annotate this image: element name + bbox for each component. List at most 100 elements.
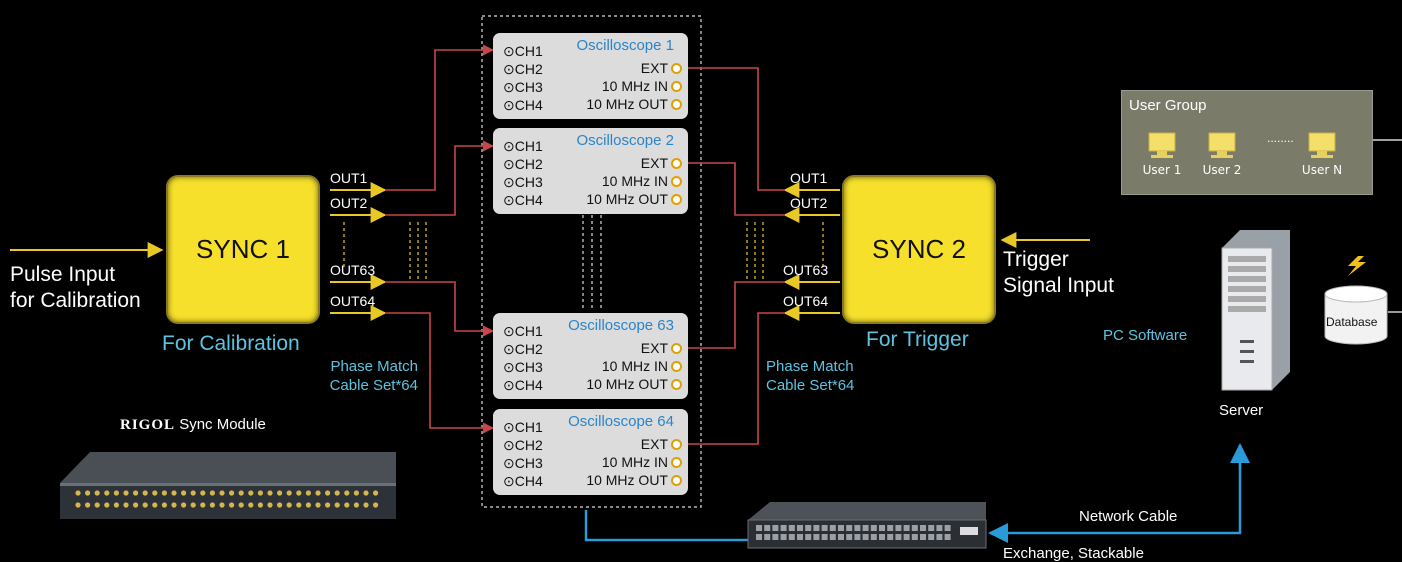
user-label: User N — [1301, 163, 1343, 177]
ref-out-connector-icon — [671, 194, 682, 205]
sync2-caption: For Trigger — [866, 328, 969, 351]
phase-match-right: Phase Match Cable Set*64 — [766, 357, 854, 395]
channel-label: ⊙CH2 — [503, 61, 543, 77]
rigol-module-label: RIGOL Sync Module — [120, 416, 266, 434]
channel-label: ⊙CH1 — [503, 419, 543, 435]
database-icon — [1324, 285, 1388, 345]
user-2: User 2 — [1197, 131, 1247, 177]
ref-in-connector-icon — [671, 176, 682, 187]
channel-label: ⊙CH3 — [503, 455, 543, 471]
ext-port-label: EXT — [640, 60, 668, 76]
ref-out-connector-icon — [671, 99, 682, 110]
sync1-label: SYNC 1 — [196, 234, 290, 264]
database-label: Database — [1326, 315, 1378, 329]
sync2-out64-label: OUT64 — [783, 293, 829, 309]
computer-icon — [1148, 132, 1176, 158]
pc-software-label: PC Software — [1103, 327, 1188, 344]
oscilloscope-title: Oscilloscope 1 — [576, 37, 674, 54]
ext-connector-icon — [671, 439, 682, 450]
sync2-label: SYNC 2 — [872, 234, 966, 264]
ext-port-label: EXT — [640, 340, 668, 356]
sync2-out1-label: OUT1 — [790, 170, 828, 186]
channel-label: ⊙CH3 — [503, 79, 543, 95]
phase-match-right-line1: Phase Match — [766, 358, 854, 375]
ref-in-port-label: 10 MHz IN — [601, 78, 668, 94]
channel-label: ⊙CH3 — [503, 359, 543, 375]
sync2-out63-label: OUT63 — [783, 262, 829, 278]
rigol-module-text: Sync Module — [179, 416, 266, 433]
sync1-caption: For Calibration — [162, 332, 300, 355]
ref-out-port-label: 10 MHz OUT — [586, 472, 668, 488]
network-cables — [584, 445, 1242, 543]
oscilloscope-panel: Oscilloscope 2 ⊙CH1 ⊙CH2 ⊙CH3 ⊙CH4 EXT 1… — [493, 128, 688, 214]
ext-connector-icon — [671, 158, 682, 169]
channel-label: ⊙CH3 — [503, 174, 543, 190]
ext-connector-icon — [671, 343, 682, 354]
oscilloscope-title: Oscilloscope 2 — [576, 132, 674, 149]
user-ellipsis: ........ — [1267, 131, 1294, 145]
ellipsis-dotted-lines — [343, 222, 824, 280]
lightning-icon — [1348, 256, 1366, 276]
server-label: Server — [1219, 402, 1264, 419]
pulse-input-line2: for Calibration — [10, 289, 141, 312]
sync1-out63-label: OUT63 — [330, 262, 376, 278]
sync2-red-cables — [688, 67, 785, 445]
ref-out-connector-icon — [671, 475, 682, 486]
sync2-block: SYNC 2 — [842, 175, 996, 324]
channel-label: ⊙CH4 — [503, 192, 543, 208]
phase-match-right-line2: Cable Set*64 — [766, 377, 855, 394]
ref-out-port-label: 10 MHz OUT — [586, 376, 668, 392]
sync1-red-cables — [385, 44, 495, 434]
sync2-output-arrows — [783, 182, 840, 321]
switch-ports — [756, 525, 951, 540]
trigger-input-line2: Signal Input — [1003, 274, 1114, 297]
oscilloscope-panel: Oscilloscope 64 ⊙CH1 ⊙CH2 ⊙CH3 ⊙CH4 EXT … — [493, 409, 688, 495]
computer-icon — [1208, 132, 1236, 158]
ref-in-port-label: 10 MHz IN — [601, 173, 668, 189]
channel-label: ⊙CH2 — [503, 437, 543, 453]
ext-port-label: EXT — [640, 155, 668, 171]
scope-ellipsis-lines — [582, 215, 602, 308]
channel-label: ⊙CH1 — [503, 43, 543, 59]
sync1-block: SYNC 1 — [166, 175, 320, 324]
trigger-input-line1: Trigger — [1003, 248, 1069, 271]
ref-in-connector-icon — [671, 361, 682, 372]
server-icon — [1221, 230, 1290, 391]
network-cable-label: Network Cable — [1079, 508, 1178, 525]
oscilloscope-panel: Oscilloscope 1 ⊙CH1 ⊙CH2 ⊙CH3 ⊙CH4 EXT 1… — [493, 33, 688, 119]
user-label: User 2 — [1202, 163, 1242, 177]
trigger-input-label: Trigger Signal Input — [1003, 247, 1114, 299]
phase-match-left-line2: Cable Set*64 — [329, 377, 418, 394]
oscilloscope-title: Oscilloscope 63 — [568, 317, 674, 334]
ref-out-port-label: 10 MHz OUT — [586, 96, 668, 112]
phase-match-left: Phase Match Cable Set*64 — [318, 357, 418, 395]
user-label: User 1 — [1142, 163, 1182, 177]
computer-icon — [1308, 132, 1336, 158]
channel-label: ⊙CH2 — [503, 156, 543, 172]
user-group-panel: User Group User 1 User 2 ........ User N — [1121, 90, 1373, 195]
channel-label: ⊙CH4 — [503, 97, 543, 113]
ref-out-port-label: 10 MHz OUT — [586, 191, 668, 207]
channel-label: ⊙CH4 — [503, 473, 543, 489]
ext-port-label: EXT — [640, 436, 668, 452]
user-1: User 1 — [1137, 131, 1187, 177]
sync1-out1-label: OUT1 — [330, 170, 368, 186]
ref-in-port-label: 10 MHz IN — [601, 454, 668, 470]
ref-in-port-label: 10 MHz IN — [601, 358, 668, 374]
ref-in-connector-icon — [671, 457, 682, 468]
rigol-sync-module-image — [60, 452, 396, 519]
pulse-input-line1: Pulse Input — [10, 263, 116, 286]
ref-in-connector-icon — [671, 81, 682, 92]
oscilloscope-group-border — [481, 15, 702, 508]
sync1-output-arrows — [330, 182, 387, 321]
ext-connector-icon — [671, 63, 682, 74]
sync1-out2-label: OUT2 — [330, 195, 368, 211]
channel-label: ⊙CH4 — [503, 377, 543, 393]
sync1-out64-label: OUT64 — [330, 293, 376, 309]
rigol-brand: RIGOL — [120, 417, 176, 433]
switch-label: Exchange, Stackable — [1003, 545, 1144, 562]
sync-module-ports — [75, 490, 379, 508]
pulse-input-label: Pulse Input for Calibration — [10, 262, 141, 314]
oscilloscope-panel: Oscilloscope 63 ⊙CH1 ⊙CH2 ⊙CH3 ⊙CH4 EXT … — [493, 313, 688, 399]
channel-label: ⊙CH1 — [503, 323, 543, 339]
